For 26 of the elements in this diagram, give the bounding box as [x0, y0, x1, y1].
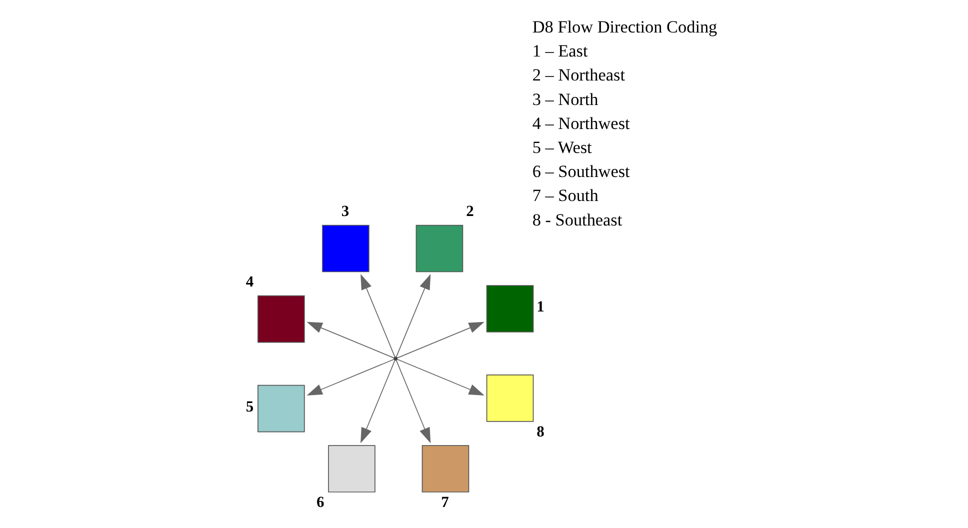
arrow	[360, 360, 396, 444]
arrow	[396, 358, 484, 396]
arrow	[396, 360, 431, 444]
node-label: 5	[246, 398, 254, 416]
node-label: 2	[466, 203, 474, 220]
node-label: 1	[536, 298, 544, 316]
label: 5 – West	[532, 138, 592, 158]
arrow	[396, 274, 431, 358]
label: 1 – East	[532, 42, 588, 61]
arrow	[396, 322, 484, 358]
label: D8 Flow Direction Coding	[532, 18, 718, 37]
node-label: 4	[246, 274, 254, 291]
label: 8 - Southeast	[532, 210, 622, 230]
node-label: 8	[536, 423, 544, 440]
node-label: 3	[341, 203, 350, 220]
arrow	[306, 358, 394, 396]
node-label: 7	[441, 494, 449, 511]
arrow	[360, 274, 396, 358]
node-point	[394, 356, 398, 361]
node-label: 6	[316, 494, 324, 511]
label: 6 – Southwest	[532, 162, 630, 182]
label: 7 – South	[532, 186, 598, 206]
label: 3 – North	[532, 90, 598, 109]
label: 2 – Northeast	[532, 66, 626, 85]
arrow	[306, 322, 394, 358]
label: 4 – Northwest	[532, 114, 630, 133]
